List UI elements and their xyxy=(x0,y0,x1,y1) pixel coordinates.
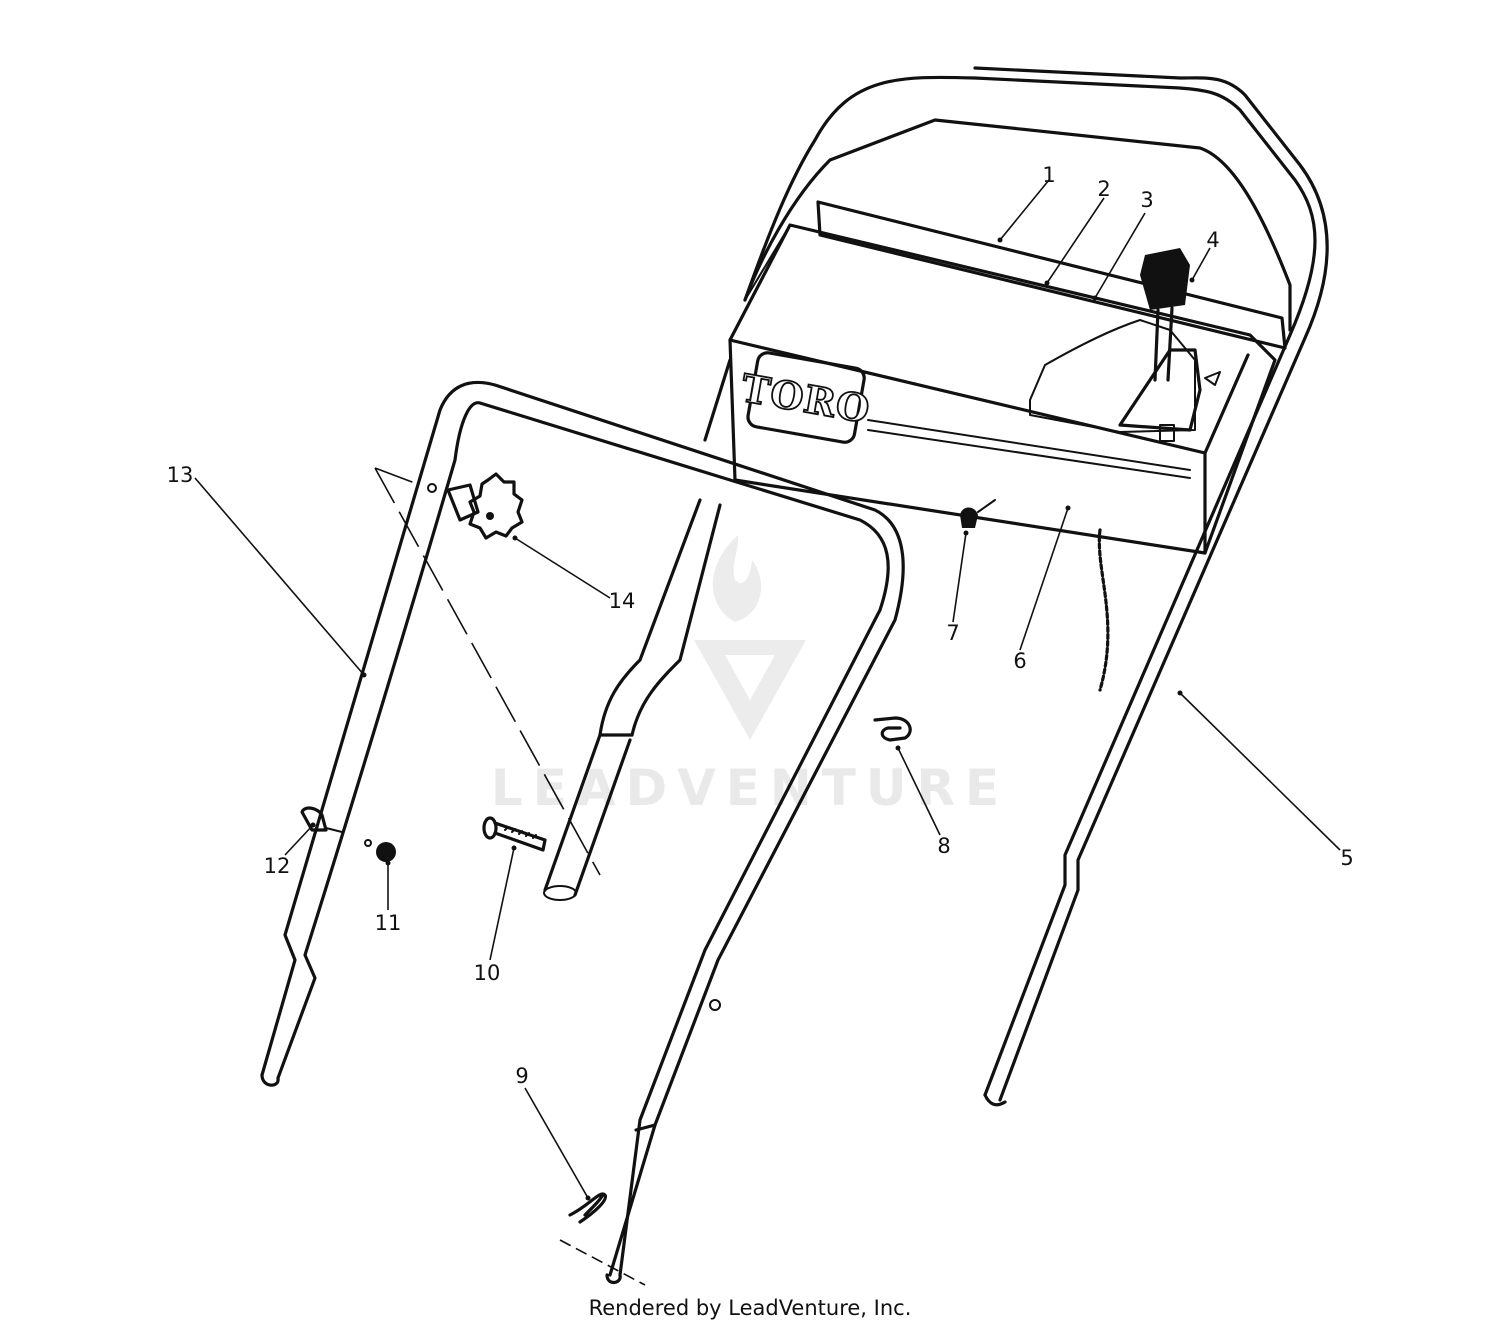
callout-10: 10 xyxy=(474,961,501,985)
hex-bolt xyxy=(482,816,547,852)
callout-3: 3 xyxy=(1140,188,1153,212)
callout-4: 4 xyxy=(1206,228,1219,252)
lock-nut xyxy=(364,839,396,862)
callout-6: 6 xyxy=(1013,649,1026,673)
control-panel: TORO xyxy=(728,200,1287,555)
callout-13: 13 xyxy=(167,463,194,487)
callout-12: 12 xyxy=(264,854,291,878)
brand-logo: TORO xyxy=(738,365,874,432)
callout-5: 5 xyxy=(1340,846,1353,870)
throttle-lever xyxy=(1118,248,1221,442)
leader-lines xyxy=(194,179,1341,1201)
throttle-cable xyxy=(1097,528,1110,692)
handle-knob xyxy=(427,472,524,540)
callout-2: 2 xyxy=(1097,177,1110,201)
callout-14: 14 xyxy=(609,589,636,613)
callout-11: 11 xyxy=(375,911,402,935)
callout-1: 1 xyxy=(1042,163,1055,187)
callout-7: 7 xyxy=(946,621,959,645)
cap-plug xyxy=(300,806,343,833)
callout-8: 8 xyxy=(937,834,950,858)
handle-lower-front xyxy=(260,380,905,1285)
handle-upper-rear xyxy=(703,66,1329,1107)
callouts: 1 2 3 4 5 6 7 8 9 10 11 12 13 14 xyxy=(167,163,1354,1088)
callout-9: 9 xyxy=(515,1064,528,1088)
render-credit: Rendered by LeadVenture, Inc. xyxy=(588,1296,912,1320)
watermark-text: LEADVENTURE xyxy=(491,759,1009,817)
hairpin-cotter xyxy=(568,1192,607,1224)
cable-clip xyxy=(873,716,912,742)
watermark-logo: LEADVENTURE xyxy=(491,535,1009,817)
carriage-bolt xyxy=(960,499,996,528)
